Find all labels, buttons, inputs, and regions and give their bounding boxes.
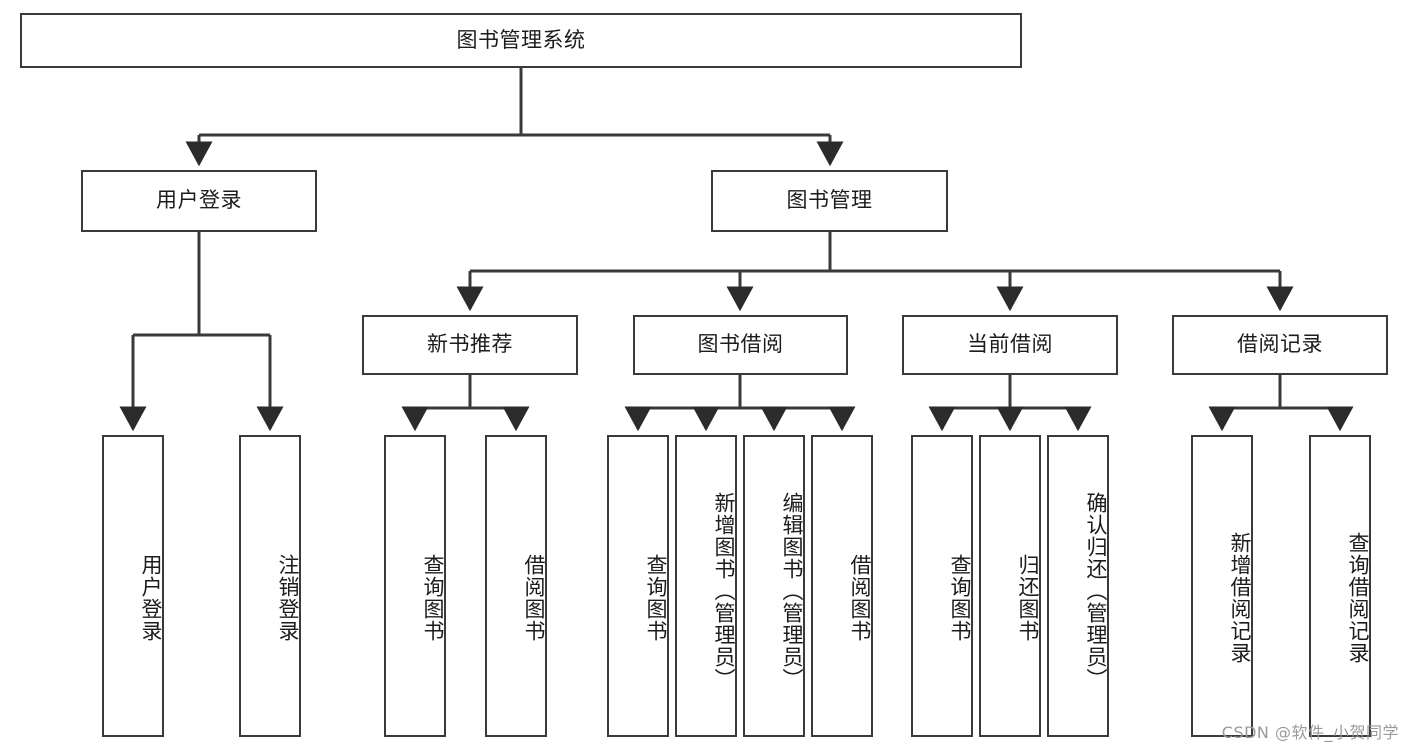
node-label: 新书推荐	[427, 332, 513, 357]
leaf-query-borrow-record[interactable]: 查询借阅记录	[1309, 435, 1371, 737]
node-label: 当前借阅	[967, 332, 1053, 357]
leaf-query-book-current[interactable]: 查询图书	[911, 435, 973, 737]
leaf-edit-book-admin[interactable]: 编辑图书（管理员）	[743, 435, 805, 737]
node-label: 图书管理系统	[456, 27, 586, 52]
leaf-user-login[interactable]: 用户登录	[102, 435, 164, 737]
node-user-login[interactable]: 用户登录	[81, 170, 317, 232]
node-label: 用户登录	[139, 554, 163, 642]
node-root-book-management-system[interactable]: 图书管理系统	[20, 13, 1022, 68]
node-label: 借阅记录	[1237, 332, 1323, 357]
leaf-return-book[interactable]: 归还图书	[979, 435, 1041, 737]
node-label: 借阅图书	[848, 554, 872, 642]
node-borrowing-record[interactable]: 借阅记录	[1172, 315, 1388, 375]
node-label: 用户登录	[156, 188, 242, 213]
node-label: 编辑图书（管理员）	[780, 492, 804, 690]
node-current-borrowing[interactable]: 当前借阅	[902, 315, 1118, 375]
node-label: 图书借阅	[697, 332, 784, 357]
leaf-query-book-borrow[interactable]: 查询图书	[607, 435, 669, 737]
node-label: 归还图书	[1016, 554, 1040, 642]
node-label: 新增图书（管理员）	[712, 492, 736, 690]
node-label: 注销登录	[276, 554, 300, 642]
csdn-watermark: CSDN @软件_小贺同学	[1221, 723, 1399, 742]
leaf-query-book-new-rec[interactable]: 查询图书	[384, 435, 446, 737]
leaf-add-book-admin[interactable]: 新增图书（管理员）	[675, 435, 737, 737]
leaf-confirm-return-admin[interactable]: 确认归还（管理员）	[1047, 435, 1109, 737]
node-label: 图书管理	[786, 188, 873, 213]
node-book-borrowing[interactable]: 图书借阅	[633, 315, 848, 375]
leaf-borrow-book-borrow[interactable]: 借阅图书	[811, 435, 873, 737]
node-label: 确认归还（管理员）	[1084, 492, 1108, 690]
node-new-book-recommendation[interactable]: 新书推荐	[362, 315, 578, 375]
node-label: 新增借阅记录	[1228, 532, 1252, 664]
node-label: 查询借阅记录	[1346, 532, 1370, 664]
leaf-logout[interactable]: 注销登录	[239, 435, 301, 737]
leaf-add-borrow-record[interactable]: 新增借阅记录	[1191, 435, 1253, 737]
leaf-borrow-book-new-rec[interactable]: 借阅图书	[485, 435, 547, 737]
node-label: 查询图书	[948, 554, 972, 642]
node-book-management[interactable]: 图书管理	[711, 170, 948, 232]
node-label: 查询图书	[421, 554, 445, 642]
node-label: 借阅图书	[522, 554, 546, 642]
node-label: 查询图书	[644, 554, 668, 642]
